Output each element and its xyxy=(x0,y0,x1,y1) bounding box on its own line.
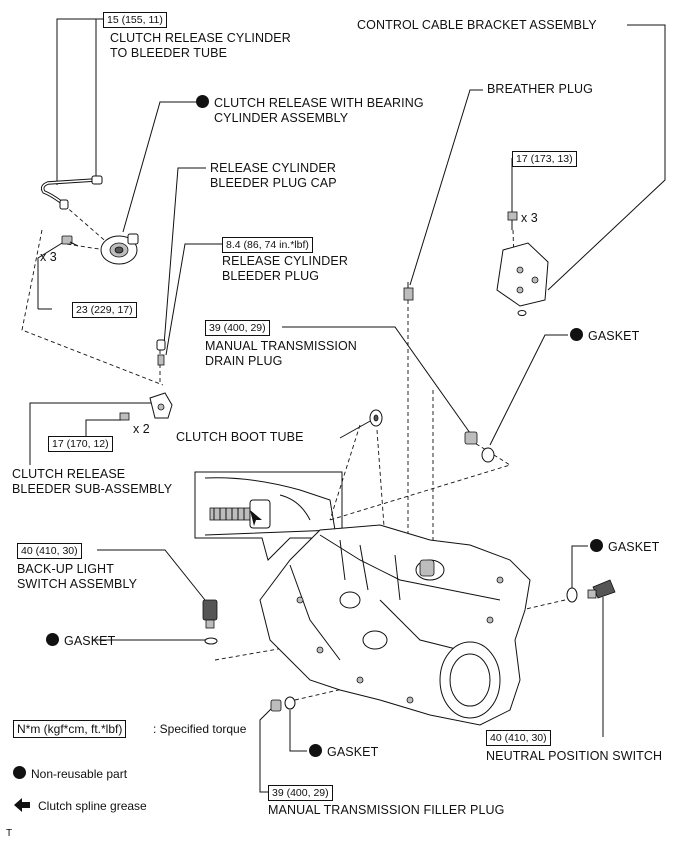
non-reusable-dot-icon xyxy=(590,539,603,552)
non-reusable-dot-icon xyxy=(13,766,26,779)
legend-torque-box: N*m (kgf*cm, ft.*lbf) xyxy=(13,720,127,738)
legend-torque-text: : Specified torque xyxy=(153,722,247,736)
drain-plug xyxy=(464,431,478,445)
torque-bleeder-plug: 8.4 (86, 74 in.*lbf) xyxy=(222,237,313,253)
transmission-case xyxy=(259,524,531,726)
backup-gasket xyxy=(204,637,218,645)
label-bleeder-plug-cap: RELEASE CYLINDER BLEEDER PLUG CAP xyxy=(210,161,337,190)
label-control-cable-bracket: CONTROL CABLE BRACKET ASSEMBLY xyxy=(357,18,597,32)
non-reusable-dot-icon xyxy=(196,95,209,108)
label-gasket-backup: GASKET xyxy=(46,633,115,649)
release-cylinder-bolt xyxy=(61,235,79,247)
label-neutral-position-switch: NEUTRAL POSITION SWITCH xyxy=(486,749,663,763)
input-shaft-detail xyxy=(204,477,336,536)
label-bleeder-plug: RELEASE CYLINDER BLEEDER PLUG xyxy=(222,254,348,283)
torque-bleeder-tube: 15 (155, 11) xyxy=(103,12,167,28)
non-reusable-dot-icon xyxy=(570,328,583,341)
torque-bracket-bolts: 17 (173, 13) xyxy=(512,151,577,167)
filler-gasket xyxy=(284,696,296,710)
leader-lines xyxy=(29,18,666,793)
clutch-release-cylinder xyxy=(100,233,139,265)
grease-arrow-icon xyxy=(14,798,30,812)
drain-gasket xyxy=(481,447,495,463)
legend-non-reusable: Non-reusable part xyxy=(13,766,127,781)
breather-plug xyxy=(403,282,414,301)
label-breather-plug: BREATHER PLUG xyxy=(487,82,593,96)
torque-release-cylinder-bolts: 23 (229, 17) xyxy=(72,302,137,318)
label-bleeder-sub-assembly: CLUTCH RELEASE BLEEDER SUB-ASSEMBLY xyxy=(12,467,173,496)
non-reusable-dot-icon xyxy=(309,744,322,757)
neutral-position-switch xyxy=(587,579,616,599)
torque-backup-switch: 40 (410, 30) xyxy=(17,543,82,559)
neutral-gasket xyxy=(566,587,578,603)
bleeder-sub-assembly xyxy=(119,392,173,421)
non-reusable-dot-icon xyxy=(46,633,59,646)
label-gasket-neutral: GASKET xyxy=(590,539,659,555)
filler-plug xyxy=(270,699,282,712)
label-gasket-drain: GASKET xyxy=(570,328,639,344)
label-clutch-release-bearing-cylinder: CLUTCH RELEASE WITH BEARING CYLINDER ASS… xyxy=(196,95,424,126)
torque-filler-plug: 39 (400, 29) xyxy=(268,785,333,801)
label-backup-light-switch: BACK-UP LIGHT SWITCH ASSEMBLY xyxy=(17,562,138,591)
legend-spline-grease: Clutch spline grease xyxy=(38,799,147,813)
control-cable-bracket xyxy=(496,242,549,316)
multiplier-bracket-bolts: x 3 xyxy=(521,211,538,225)
backup-light-switch xyxy=(202,599,218,629)
torque-neutral-switch: 40 (410, 30) xyxy=(486,730,551,746)
label-clutch-boot-tube: CLUTCH BOOT TUBE xyxy=(176,430,304,444)
multiplier-bleeder-sub-bolts: x 2 xyxy=(133,422,150,436)
label-gasket-filler: GASKET xyxy=(309,744,378,760)
torque-drain-plug: 39 (400, 29) xyxy=(205,320,270,336)
torque-bleeder-sub-bolts: 17 (170, 12) xyxy=(48,436,113,452)
bleeder-tube xyxy=(40,175,103,210)
multiplier-release-cylinder-bolts: x 3 xyxy=(40,250,57,264)
label-bleeder-tube: CLUTCH RELEASE CYLINDER TO BLEEDER TUBE xyxy=(110,31,291,60)
label-filler-plug: MANUAL TRANSMISSION FILLER PLUG xyxy=(268,803,505,817)
label-drain-plug: MANUAL TRANSMISSION DRAIN PLUG xyxy=(205,339,357,368)
footer-mark: T xyxy=(6,828,13,839)
bracket-bolt xyxy=(507,211,518,230)
bleeder-plug-parts xyxy=(156,339,166,366)
clutch-boot-tube xyxy=(369,409,383,427)
